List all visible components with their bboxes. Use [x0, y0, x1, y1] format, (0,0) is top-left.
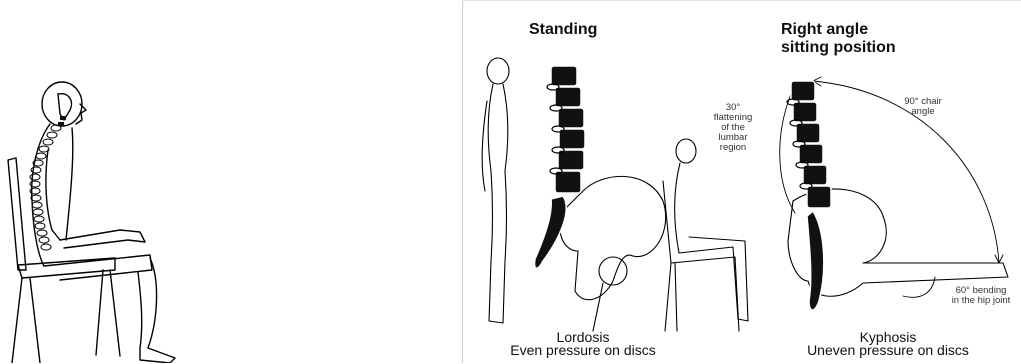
hip-bending-line: in the hip joint [941, 296, 1021, 306]
standing-person-head [487, 58, 509, 84]
seated-person-drawing [0, 80, 240, 363]
chair-front-leg [110, 270, 120, 356]
seated-posture-illustration [0, 80, 240, 363]
sitting-spine [791, 81, 831, 310]
chair-angle-line: angle [883, 107, 963, 117]
torso-front [66, 128, 73, 240]
right-angle-heading-line1: Right angle [781, 21, 981, 39]
kyphosis-subtitle: Uneven pressure on discs [753, 344, 1021, 357]
right-angle-heading-line2: sitting position [781, 39, 981, 57]
lordosis-caption: Lordosis Even pressure on discs [483, 331, 683, 357]
hip-bending-annotation: 60° bending in the hip joint [941, 286, 1021, 306]
skull-spine-highlight [58, 94, 72, 126]
standing-heading: Standing [529, 21, 597, 39]
arm [46, 150, 145, 248]
chair-angle-annotation: 90° chair angle [883, 97, 963, 117]
lordosis-subtitle: Even pressure on discs [483, 344, 683, 357]
right-angle-heading: Right angle sitting position [781, 21, 981, 57]
chair-back-leg [12, 278, 22, 363]
posture-comparison-diagram: Standing Right angle sitting position 30… [462, 0, 1021, 363]
flattening-line: region [700, 143, 766, 153]
lower-leg [138, 258, 175, 363]
standing-pelvis [560, 176, 666, 299]
standing-person-body [488, 84, 508, 323]
chair-back [8, 158, 26, 270]
kyphosis-caption: Kyphosis Uneven pressure on discs [753, 331, 1021, 357]
flattening-annotation: 30° flattening of the lumbar region [700, 103, 766, 153]
standing-spine [535, 66, 585, 268]
sitting-person-head [676, 139, 696, 163]
